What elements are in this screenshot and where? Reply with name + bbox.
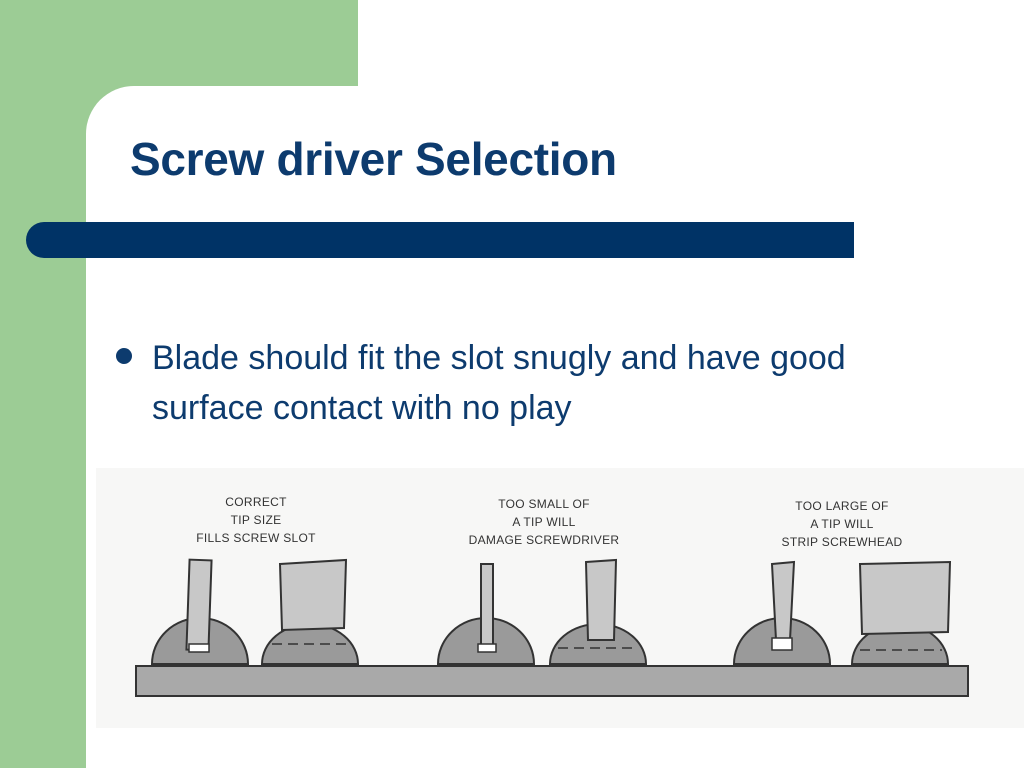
title-underline-bar xyxy=(26,222,854,258)
bullet-dot-icon xyxy=(116,348,132,364)
label-too-large-line1: TOO LARGE OF xyxy=(795,499,888,513)
screwdriver-tip-too-small xyxy=(480,563,494,651)
label-too-small-line2: A TIP WILL xyxy=(512,515,575,529)
screwdriver-blade-front-correct xyxy=(278,558,348,632)
label-correct-line1: CORRECT xyxy=(225,495,287,509)
label-correct-line2: TIP SIZE xyxy=(231,513,282,527)
slot-too-large xyxy=(771,637,793,651)
screwdriver-tip-too-large xyxy=(770,560,796,641)
screwdriver-blade-front-too-small xyxy=(584,558,618,641)
slide-title: Screw driver Selection xyxy=(130,133,617,185)
screwdriver-illustration: CORRECT TIP SIZE FILLS SCREW SLOT TOO SM… xyxy=(96,468,1024,728)
label-correct-line3: FILLS SCREW SLOT xyxy=(196,531,316,545)
label-too-large-line2: A TIP WILL xyxy=(810,517,873,531)
screwdriver-blade-front-too-large xyxy=(858,560,952,636)
label-too-small-line1: TOO SMALL OF xyxy=(498,497,590,511)
label-too-small-line3: DAMAGE SCREWDRIVER xyxy=(469,533,620,547)
bullet-text: Blade should fit the slot snugly and hav… xyxy=(152,339,846,427)
label-too-large-line3: STRIP SCREWHEAD xyxy=(782,535,903,549)
slot-too-small xyxy=(477,643,497,653)
base-plate xyxy=(135,665,969,697)
slot-correct xyxy=(188,643,210,653)
screwdriver-tip-correct xyxy=(185,558,213,652)
